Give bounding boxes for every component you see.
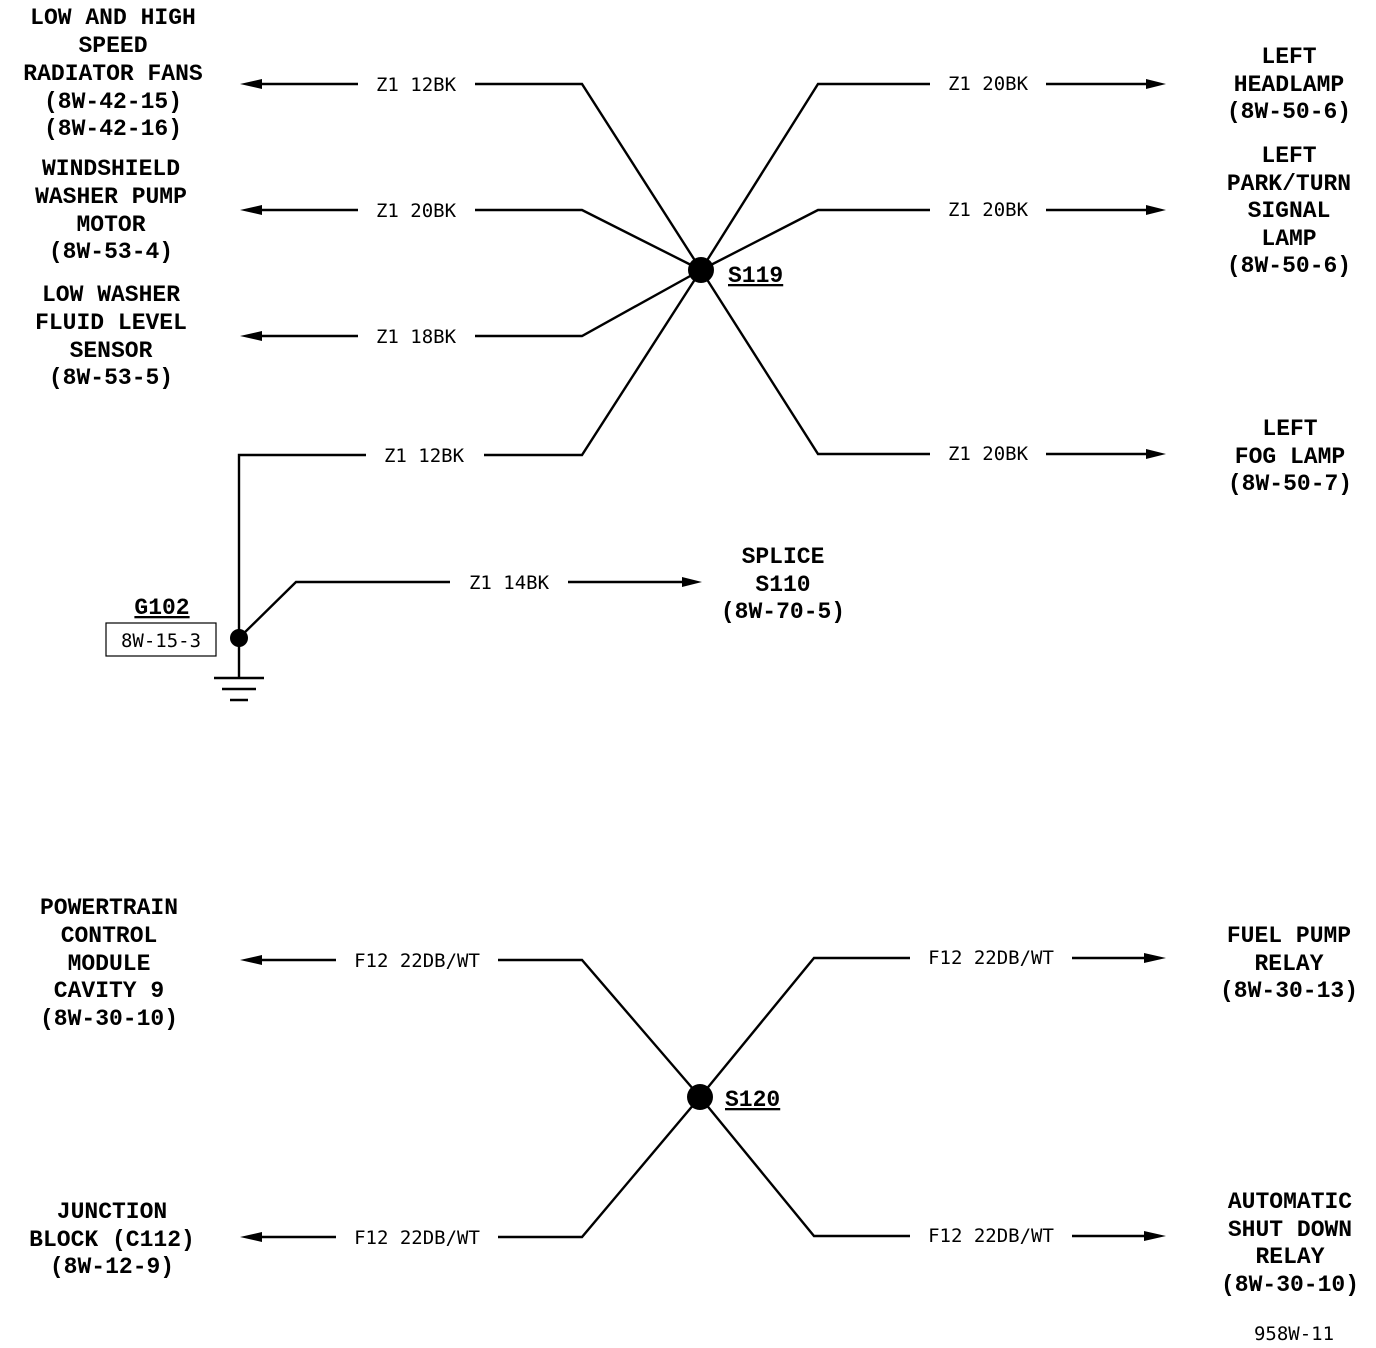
component-left-headlamp: LEFT HEADLAMP (8W-50-6) [1227, 44, 1351, 125]
svg-text:(8W-50-7): (8W-50-7) [1228, 471, 1352, 497]
arrow-icon [240, 1232, 262, 1242]
svg-text:SPEED: SPEED [78, 33, 147, 59]
arrow-icon [682, 577, 702, 587]
wire-label-ground-s119: Z1 12BK [384, 445, 465, 467]
arrow-icon [240, 331, 262, 341]
svg-text:CAVITY 9: CAVITY 9 [54, 978, 164, 1004]
svg-text:(8W-53-4): (8W-53-4) [49, 239, 173, 265]
svg-text:POWERTRAIN: POWERTRAIN [40, 895, 178, 921]
splice-s119-label: S119 [728, 263, 783, 289]
wire-fans: Z1 12BK [240, 74, 703, 271]
wire-asd-relay: F12 22DB/WT [699, 1096, 1166, 1247]
svg-text:HEADLAMP: HEADLAMP [1234, 72, 1344, 98]
wire-fog-lamp: Z1 20BK [699, 269, 1166, 465]
svg-text:(8W-70-5): (8W-70-5) [721, 599, 845, 625]
wire-label-fans: Z1 12BK [376, 74, 457, 96]
svg-text:(8W-42-16): (8W-42-16) [44, 116, 182, 142]
svg-text:(8W-30-10): (8W-30-10) [1221, 1272, 1359, 1298]
component-fuel-pump-relay: FUEL PUMP RELAY (8W-30-13) [1220, 923, 1358, 1004]
svg-text:(8W-50-6): (8W-50-6) [1227, 253, 1351, 279]
wire-label-pcm: F12 22DB/WT [354, 950, 480, 972]
splice-s120-dot [687, 1084, 713, 1110]
arrow-icon [1146, 205, 1166, 215]
wire-label-washer-pump: Z1 20BK [376, 200, 457, 222]
svg-text:LEFT: LEFT [1261, 143, 1316, 169]
svg-text:(8W-12-9): (8W-12-9) [50, 1254, 174, 1280]
component-washer-pump: WINDSHIELD WASHER PUMP MOTOR (8W-53-4) [35, 156, 187, 265]
wire-park-turn: Z1 20BK [700, 199, 1166, 272]
svg-text:RELAY: RELAY [1254, 951, 1323, 977]
component-left-fog-lamp: LEFT FOG LAMP (8W-50-7) [1228, 416, 1352, 497]
svg-text:WASHER PUMP: WASHER PUMP [35, 184, 187, 210]
svg-text:LEFT: LEFT [1262, 416, 1317, 442]
svg-text:LOW WASHER: LOW WASHER [42, 282, 180, 308]
arrow-icon [1144, 953, 1166, 963]
wire-headlamp: Z1 20BK [699, 73, 1166, 271]
svg-text:WINDSHIELD: WINDSHIELD [42, 156, 180, 182]
arrow-icon [1146, 79, 1166, 89]
svg-text:SIGNAL: SIGNAL [1248, 198, 1331, 224]
component-radiator-fans: LOW AND HIGH SPEED RADIATOR FANS (8W-42-… [23, 5, 203, 142]
svg-text:JUNCTION: JUNCTION [57, 1199, 167, 1225]
svg-text:LEFT: LEFT [1261, 44, 1316, 70]
wire-label-asd-relay: F12 22DB/WT [928, 1225, 1054, 1247]
svg-text:(8W-42-15): (8W-42-15) [44, 89, 182, 115]
wire-label-washer-fluid: Z1 18BK [376, 326, 457, 348]
wire-label-fuel-pump: F12 22DB/WT [928, 947, 1054, 969]
svg-text:SENSOR: SENSOR [70, 338, 153, 364]
splice-s119-dot [688, 257, 714, 283]
svg-text:(8W-53-5): (8W-53-5) [49, 365, 173, 391]
svg-text:FUEL PUMP: FUEL PUMP [1227, 923, 1351, 949]
svg-text:(8W-30-10): (8W-30-10) [40, 1006, 178, 1032]
svg-text:SPLICE: SPLICE [742, 544, 825, 570]
wire-washer-pump: Z1 20BK [240, 200, 702, 272]
svg-text:LAMP: LAMP [1261, 226, 1316, 252]
svg-text:PARK/TURN: PARK/TURN [1227, 171, 1351, 197]
wire-washer-fluid: Z1 18BK [240, 268, 702, 348]
arrow-icon [240, 955, 262, 965]
svg-text:BLOCK (C112): BLOCK (C112) [29, 1227, 195, 1253]
component-washer-fluid-sensor: LOW WASHER FLUID LEVEL SENSOR (8W-53-5) [35, 282, 187, 391]
ground-g102-dot [230, 629, 248, 647]
ground-ref-label: 8W-15-3 [121, 630, 201, 652]
splice-s120-label: S120 [725, 1087, 780, 1113]
arrow-icon [1144, 1231, 1166, 1241]
svg-text:FLUID LEVEL: FLUID LEVEL [35, 310, 187, 336]
arrow-icon [240, 79, 262, 89]
ground-g102-label: G102 [134, 595, 189, 621]
component-auto-shutdown-relay: AUTOMATIC SHUT DOWN RELAY (8W-30-10) [1221, 1189, 1359, 1298]
ground-ref-box [105, 622, 217, 657]
wire-ground-s119: Z1 12BK [237, 269, 703, 638]
svg-text:FOG LAMP: FOG LAMP [1235, 444, 1345, 470]
wire-fuel-pump: F12 22DB/WT [699, 947, 1166, 1098]
svg-text:(8W-50-6): (8W-50-6) [1227, 99, 1351, 125]
svg-text:MODULE: MODULE [68, 951, 151, 977]
arrow-icon [240, 205, 262, 215]
svg-text:CONTROL: CONTROL [61, 923, 158, 949]
svg-text:AUTOMATIC: AUTOMATIC [1228, 1189, 1352, 1215]
svg-text:S110: S110 [755, 572, 810, 598]
component-left-park-turn-lamp: LEFT PARK/TURN SIGNAL LAMP (8W-50-6) [1227, 143, 1351, 279]
figure-id: 958W-11 [1254, 1323, 1334, 1345]
wire-label-junction-block: F12 22DB/WT [354, 1227, 480, 1249]
svg-text:(8W-30-13): (8W-30-13) [1220, 978, 1358, 1004]
svg-text:LOW AND HIGH: LOW AND HIGH [30, 5, 196, 31]
wire-junction-block: F12 22DB/WT [240, 1096, 701, 1249]
wire-label-headlamp: Z1 20BK [948, 73, 1029, 95]
component-powertrain-control-module: POWERTRAIN CONTROL MODULE CAVITY 9 (8W-3… [40, 895, 178, 1032]
wire-ground-s110: Z1 14BK [238, 572, 702, 639]
svg-text:RELAY: RELAY [1255, 1244, 1324, 1270]
wire-label-fog-lamp: Z1 20BK [948, 443, 1029, 465]
component-splice-s110: SPLICE S110 (8W-70-5) [721, 544, 845, 625]
svg-text:MOTOR: MOTOR [76, 212, 145, 238]
svg-text:SHUT DOWN: SHUT DOWN [1228, 1217, 1352, 1243]
wire-label-ground-s110: Z1 14BK [469, 572, 550, 594]
svg-text:RADIATOR FANS: RADIATOR FANS [23, 61, 203, 87]
wire-label-park-turn: Z1 20BK [948, 199, 1029, 221]
wire-pcm: F12 22DB/WT [240, 950, 701, 1098]
component-junction-block: JUNCTION BLOCK (C112) (8W-12-9) [29, 1199, 195, 1280]
ground-symbol-icon [214, 638, 264, 702]
arrow-icon [1146, 449, 1166, 459]
